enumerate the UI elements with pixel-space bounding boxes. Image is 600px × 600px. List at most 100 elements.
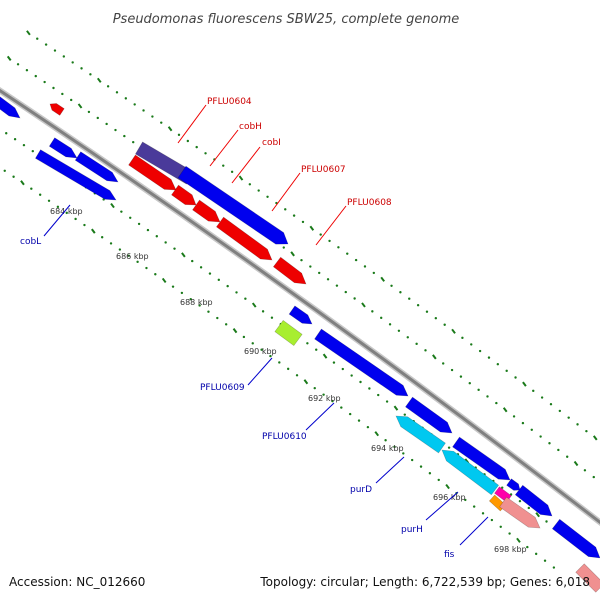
- track-dot: [478, 349, 482, 353]
- track-dot: [340, 406, 343, 409]
- track-dot: [552, 566, 556, 569]
- track-dot: [424, 349, 427, 352]
- track-dot: [512, 415, 516, 418]
- track-dot: [164, 241, 167, 244]
- track-dot: [71, 61, 74, 64]
- track-dot: [585, 429, 588, 433]
- track-dot: [3, 169, 6, 172]
- track-dot: [226, 284, 229, 288]
- track-tick: [167, 126, 173, 132]
- track-dot: [89, 73, 92, 76]
- track-dot: [402, 452, 405, 455]
- gene-arrow-5: [74, 151, 119, 183]
- tick-label-684: 684 kbp: [50, 207, 83, 216]
- track-dot: [583, 469, 587, 472]
- track-dot: [337, 246, 340, 249]
- track-dot: [83, 223, 86, 227]
- track-dot: [43, 80, 46, 84]
- gene-label-cobh: cobH: [239, 122, 262, 132]
- track-tick: [445, 483, 450, 490]
- track-dot: [543, 559, 547, 562]
- track-dot: [319, 233, 322, 236]
- track-dot: [468, 382, 471, 385]
- track-dot: [443, 323, 446, 326]
- track-dot: [270, 316, 274, 319]
- track-dot: [344, 290, 347, 294]
- track-dot: [260, 348, 263, 351]
- track-dot: [527, 506, 530, 510]
- minus-gene-labels: cobL PFLU0609 PFLU0610 purD purH fis: [20, 204, 489, 560]
- track-tick: [516, 537, 521, 543]
- track-dot: [326, 278, 330, 281]
- track-dot: [495, 401, 498, 405]
- track-dot: [567, 416, 570, 419]
- track-dot: [207, 310, 210, 313]
- track-dot: [331, 399, 334, 403]
- track-dot: [224, 323, 228, 326]
- track-dot: [189, 297, 192, 301]
- track-dot: [501, 486, 504, 489]
- gene-label-pflu0607: PFLU0607: [301, 165, 346, 175]
- track-dot: [248, 183, 252, 186]
- track-dot: [13, 138, 17, 141]
- gene-features: [0, 96, 600, 593]
- track-dot: [31, 149, 34, 153]
- track-dot: [419, 465, 423, 468]
- track-dot: [425, 310, 429, 313]
- track-dot: [261, 310, 265, 313]
- gene-arrow-purd: [395, 415, 446, 454]
- track-dot: [109, 242, 113, 245]
- gene-label-cobi: cobI: [262, 138, 281, 148]
- track-dot: [434, 317, 438, 320]
- topology-text: Topology: circular; Length: 6,722,539 bp…: [259, 575, 590, 589]
- track-dot: [269, 354, 272, 358]
- track-dot: [428, 472, 432, 475]
- track-dot: [514, 376, 517, 379]
- track-dot: [353, 297, 356, 300]
- track-dot: [235, 291, 238, 294]
- gene-arrow-3: [48, 137, 78, 159]
- track-dot: [558, 409, 562, 413]
- track-dot: [56, 205, 60, 209]
- track-dot: [390, 284, 393, 287]
- map-title: Pseudomonas fluorescens SBW25, complete …: [113, 12, 460, 27]
- track-dot: [127, 254, 130, 257]
- track-dot: [359, 380, 362, 384]
- track-dot: [350, 374, 353, 377]
- track-dot: [322, 393, 325, 396]
- track-dot: [12, 175, 15, 178]
- gene-arrow-9: [192, 199, 221, 223]
- track-dot: [461, 336, 464, 340]
- genome-backbone: [0, 87, 600, 527]
- track-dot: [481, 512, 485, 515]
- track-dot: [385, 400, 389, 403]
- track-dot: [96, 116, 99, 120]
- track-dot: [145, 266, 148, 270]
- gene-arrow-18: [506, 478, 521, 491]
- track-dot: [363, 265, 367, 268]
- track-dot: [354, 258, 358, 262]
- track-dot: [191, 259, 194, 263]
- gene-arrow-2: [49, 103, 65, 116]
- tick-label-694: 694 kbp: [371, 444, 404, 453]
- track-dot: [403, 413, 406, 416]
- track-dot: [532, 389, 535, 393]
- track-dot: [177, 133, 181, 137]
- track-dot: [366, 425, 370, 429]
- track-dot: [146, 228, 150, 232]
- tick-labels: 684 kbp 686 kbp 688 kbp 690 kbp 692 kbp …: [50, 207, 527, 554]
- track-dot: [5, 132, 8, 135]
- track-dot: [114, 128, 117, 132]
- gene-label-pflu0604: PFLU0604: [207, 97, 252, 107]
- track-dot: [477, 388, 480, 392]
- track-dot: [393, 445, 396, 449]
- track-dot: [132, 140, 135, 144]
- track-dot: [180, 291, 184, 295]
- track-dot: [397, 329, 401, 333]
- track-tick: [451, 328, 456, 334]
- track-dot: [372, 271, 376, 275]
- track-dot: [472, 505, 476, 508]
- track-tick: [592, 435, 598, 441]
- gene-arrow-1: [0, 96, 21, 119]
- gene-arrow-15: [452, 436, 511, 481]
